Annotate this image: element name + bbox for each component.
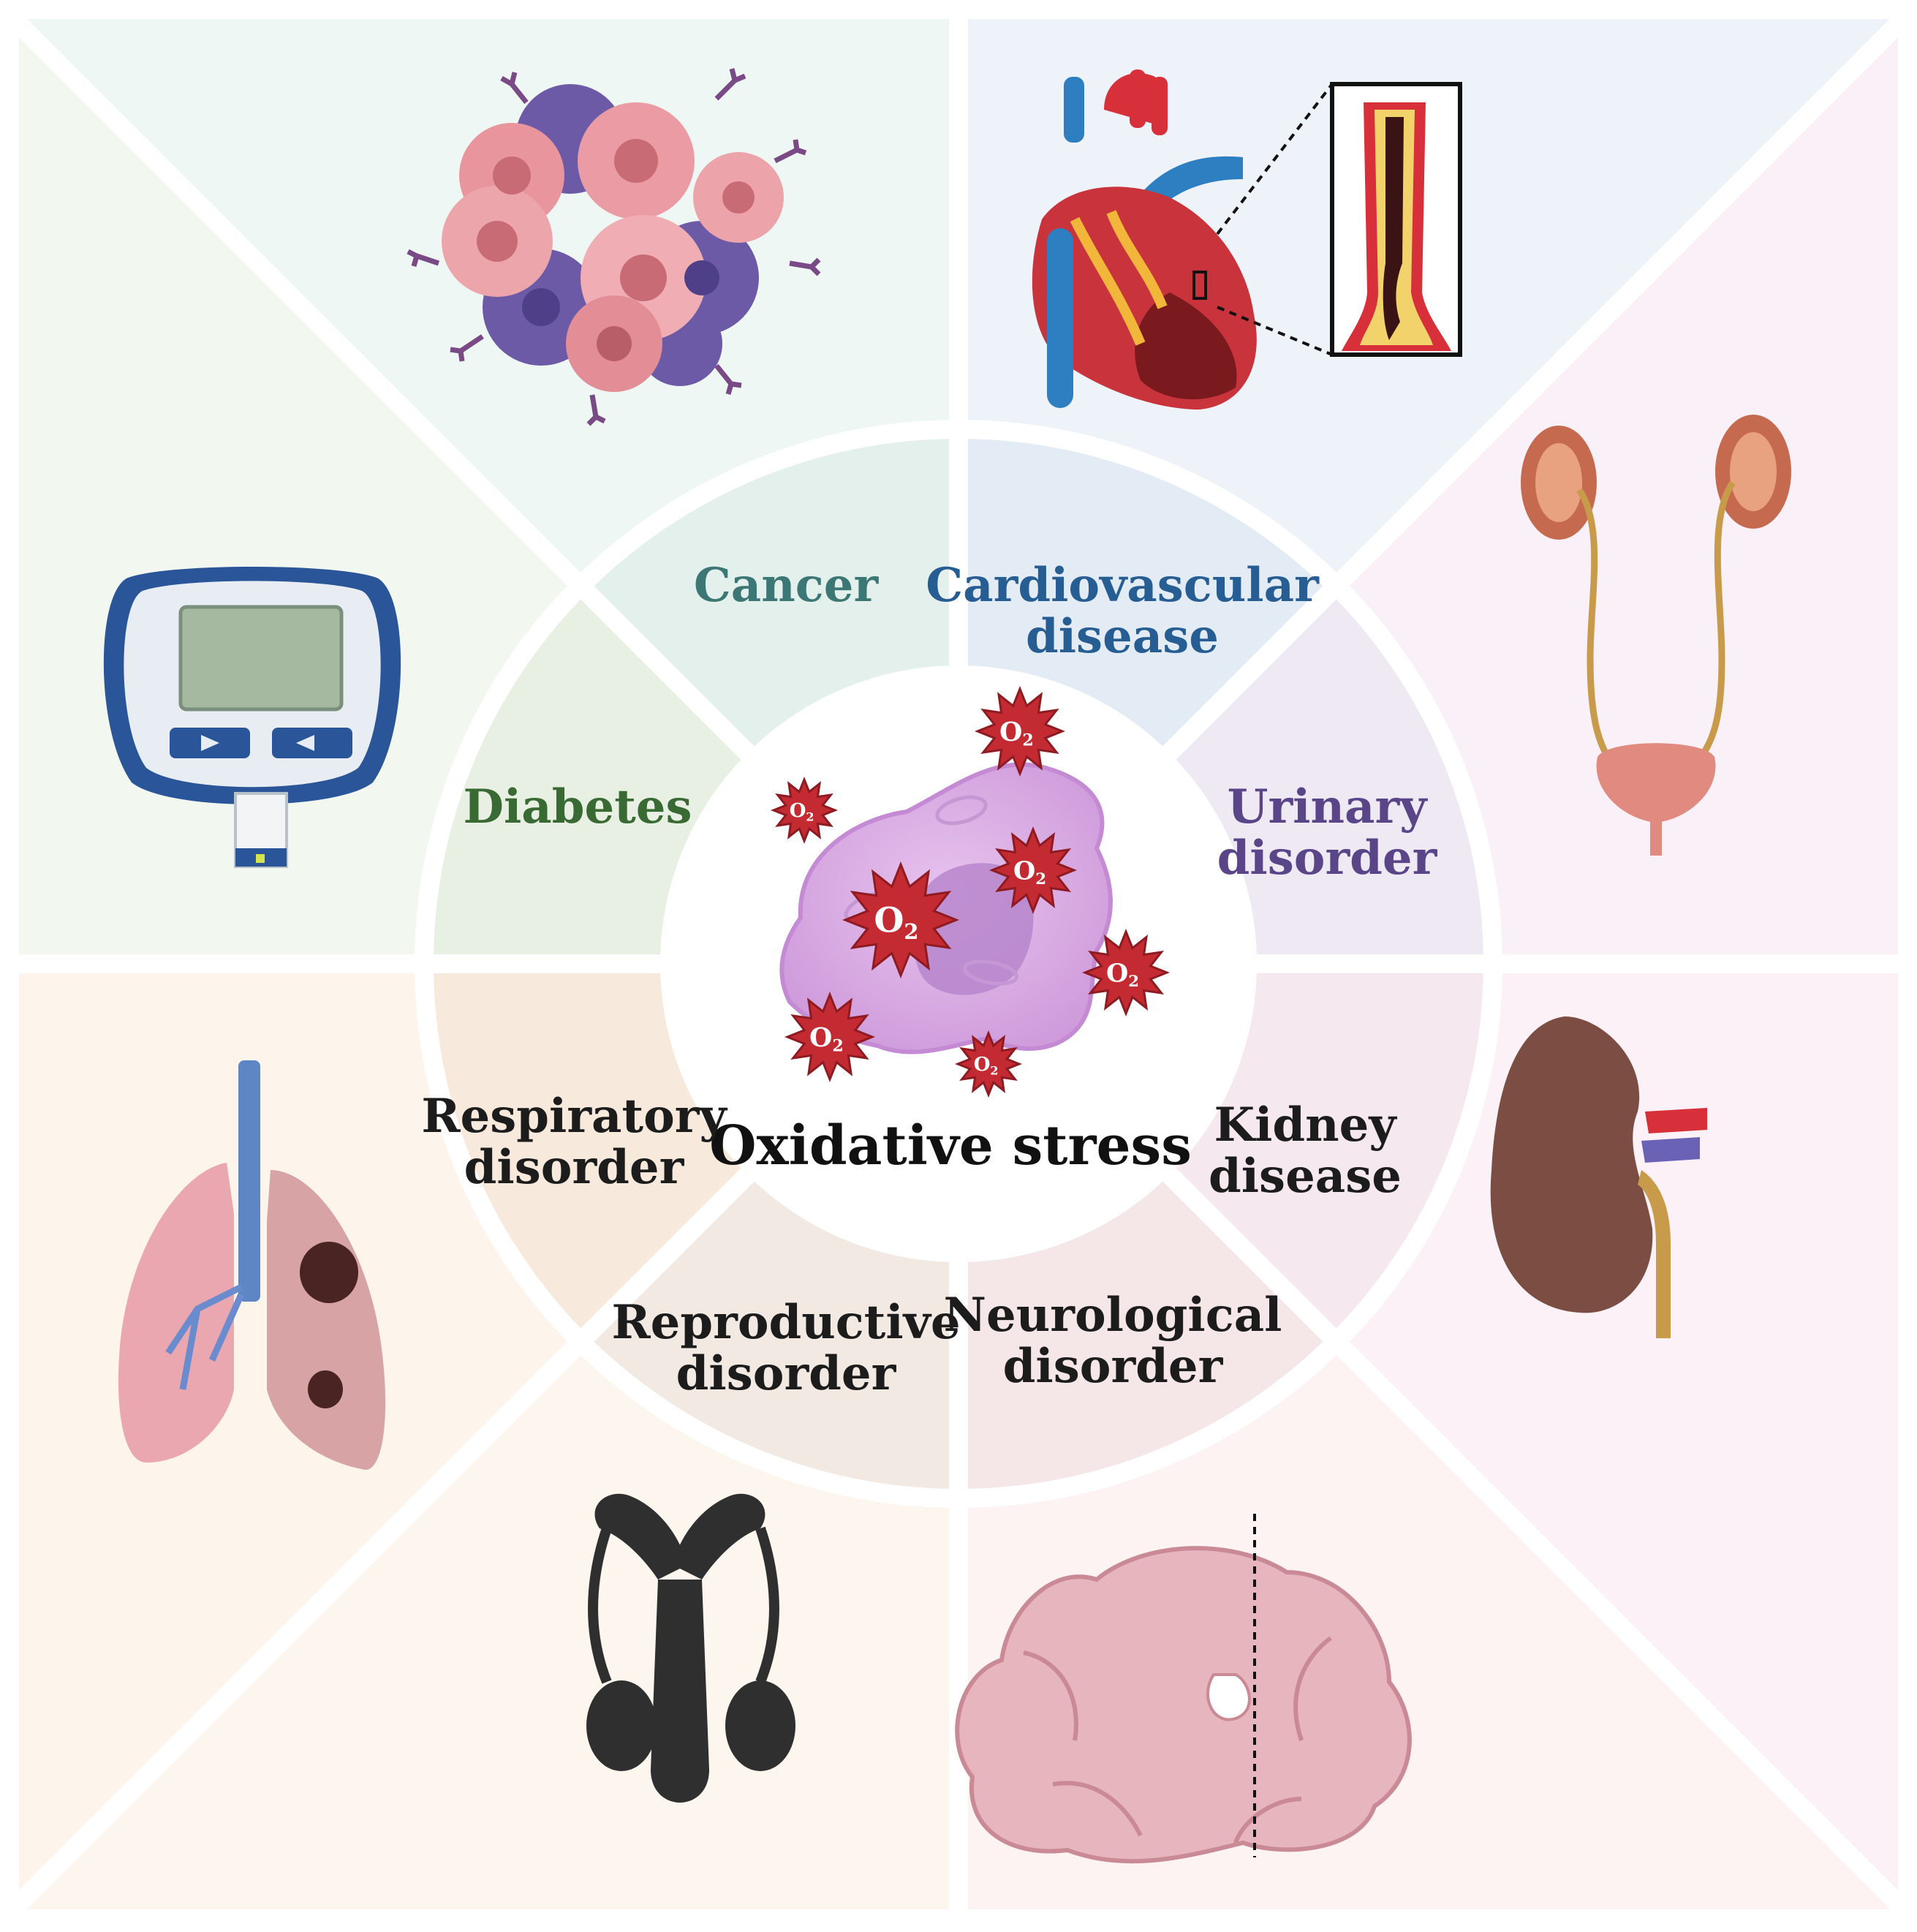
mitochondrion xyxy=(962,959,1019,986)
segment-label-line: disease xyxy=(1026,609,1219,664)
cancer-cells-icon xyxy=(407,68,821,426)
ros-label: O2 xyxy=(1013,856,1046,888)
center-title: Oxidative stress xyxy=(709,1114,1192,1177)
brain-icon xyxy=(955,1514,1412,1864)
divider-line xyxy=(0,0,755,760)
ros-starburst: O2 xyxy=(988,826,1078,915)
segment-label-line: Kidney xyxy=(1214,1098,1397,1152)
segment-label-line: disorder xyxy=(464,1140,685,1195)
segment-label-line: disorder xyxy=(1217,831,1438,886)
segment-label-line: disease xyxy=(1209,1149,1402,1204)
segment-label-line: disorder xyxy=(676,1346,897,1401)
segment-label-line: Cardiovascular xyxy=(926,558,1320,613)
ring-outer-border xyxy=(415,420,1502,1508)
segment-label-line: disorder xyxy=(1003,1339,1224,1394)
divider-line xyxy=(1162,0,1917,760)
divider-line xyxy=(1162,1168,1917,1930)
lungs-icon xyxy=(118,1060,386,1470)
ros-starburst: O2 xyxy=(842,861,960,979)
ros-starburst: O2 xyxy=(770,776,839,845)
segment-label-diabetes: Diabetes xyxy=(463,780,692,834)
glucose-meter-icon xyxy=(103,567,401,868)
divider-line xyxy=(0,1168,755,1930)
segment-label-line: Urinary xyxy=(1228,780,1429,834)
segment-label-line: Cancer xyxy=(694,558,880,613)
ros-starburst: O2 xyxy=(784,991,876,1083)
ros-starburst: O2 xyxy=(954,1030,1023,1098)
heart-icon xyxy=(1032,69,1462,410)
kidney-icon xyxy=(1490,1016,1707,1338)
mitochondrion xyxy=(935,795,988,826)
ros-starburst: O2 xyxy=(1081,928,1171,1017)
segment-label-line: Reproductive xyxy=(611,1295,960,1350)
ros-label: O2 xyxy=(974,1054,999,1077)
segment-label-line: Respiratory xyxy=(421,1089,727,1144)
segment-label-line: Diabetes xyxy=(463,780,692,834)
segment-label-line: Neurological xyxy=(944,1288,1282,1343)
segment-label-cancer: Cancer xyxy=(694,558,880,613)
male-reproductive-icon xyxy=(586,1493,795,1803)
ros-starburst: O2 xyxy=(974,685,1066,777)
cell-illustration xyxy=(779,762,1113,1054)
urinary-system-icon xyxy=(1521,415,1791,856)
